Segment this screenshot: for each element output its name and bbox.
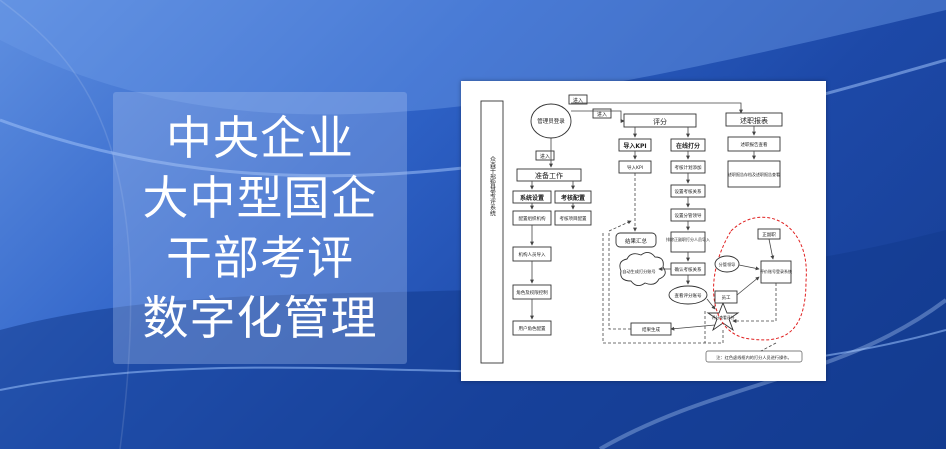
enter-tag-1 — [568, 94, 588, 105]
user-role-config-box — [512, 320, 552, 336]
note-box — [705, 350, 803, 363]
auto-generate-label: 自动生成打分账号 — [622, 268, 656, 275]
scorer-operation-region — [713, 216, 807, 341]
exam-item-config-label: 考核项目配置 — [560, 215, 587, 222]
leader-label: 分管领导 — [719, 261, 736, 268]
result-summary-label: 结果汇总 — [625, 237, 648, 245]
import-staff-label: 机构人员导入 — [519, 251, 546, 258]
report-detail-label: 述职报告存档及述职报告查看 — [728, 171, 780, 177]
view-account-label: 查看评分账号 — [675, 292, 702, 299]
set-relation-label: 设置考核关系 — [675, 188, 702, 195]
export-scorer-label: 排除正副职打分人员导入 — [666, 236, 710, 242]
leader-node — [714, 255, 740, 273]
flowchart: 众森干部智慧考评系统 管理员登录 进入 进入 进入 准备工作 系统设置 考核配置 — [480, 94, 807, 364]
prep-work-box — [516, 168, 582, 182]
auto-generate-cloud — [619, 252, 666, 286]
system-setup-label: 系统设置 — [520, 194, 544, 202]
import-kpi-label: 导入KPI — [623, 142, 646, 150]
note-label: 注：红色虚线框内的打分人员进行操作。 — [716, 354, 791, 361]
user-role-config-label: 用户角色配置 — [519, 325, 546, 332]
report-detail-box — [727, 160, 781, 188]
set-weight-label: 设置分管领导 — [675, 212, 702, 219]
staff-box — [714, 290, 738, 304]
export-scorer-box — [670, 231, 706, 253]
report-table-label: 述职报表 — [740, 116, 768, 125]
deputy-label: 正副职 — [762, 231, 776, 238]
flowchart-card: 众森干部智慧考评系统 管理员登录 进入 进入 进入 准备工作 系统设置 考核配置 — [461, 81, 826, 381]
title-line-3: 干部考评 — [166, 231, 354, 285]
admin-login-label: 管理员登录 — [537, 117, 565, 125]
exam-item-config-box — [554, 210, 592, 226]
exam-config-label: 考核配置 — [561, 194, 585, 202]
enter-tag-2-label: 进入 — [597, 111, 607, 118]
scoring-label: 评分 — [653, 117, 667, 126]
online-scoring-label: 在线打分 — [676, 142, 700, 150]
title-line-4: 数字化管理 — [142, 291, 378, 345]
role-permission-label: 角色及权限控制 — [516, 289, 548, 296]
config-org-label: 配置组织机构 — [519, 215, 546, 222]
import-kpi-sub-label: 导入KPI — [627, 165, 643, 171]
system-name-box — [480, 100, 504, 364]
exam-plan-config-label: 考核计划添加 — [675, 164, 702, 171]
prep-work-label: 准备工作 — [535, 171, 563, 180]
title-panel: 中央企业 大中型国企 干部考评 数字化管理 — [113, 92, 407, 364]
staff-label: 员工 — [722, 295, 731, 301]
report-view-label: 述职报告查看 — [741, 141, 768, 148]
scoring-box — [623, 113, 697, 128]
enter-tag-3 — [535, 150, 555, 161]
result-summary-box — [615, 232, 657, 248]
enter-tag-3-label: 进入 — [540, 153, 550, 160]
title-line-2: 大中型国企 — [142, 171, 378, 225]
result-gen-label: 结果生成 — [642, 326, 660, 333]
enter-tag-1-label: 进入 — [573, 97, 583, 104]
score-gen-label: 评分查看评分 — [712, 315, 735, 320]
enter-tag-2 — [592, 108, 612, 119]
confirm-relation-label: 确认考核关系 — [675, 266, 702, 273]
view-account-node — [668, 285, 708, 305]
score-system-label: 评价账号登录系统 — [760, 268, 792, 274]
system-name-label: 众森干部智慧考评系统 — [489, 156, 496, 217]
title-line-1: 中央企业 — [166, 111, 354, 165]
